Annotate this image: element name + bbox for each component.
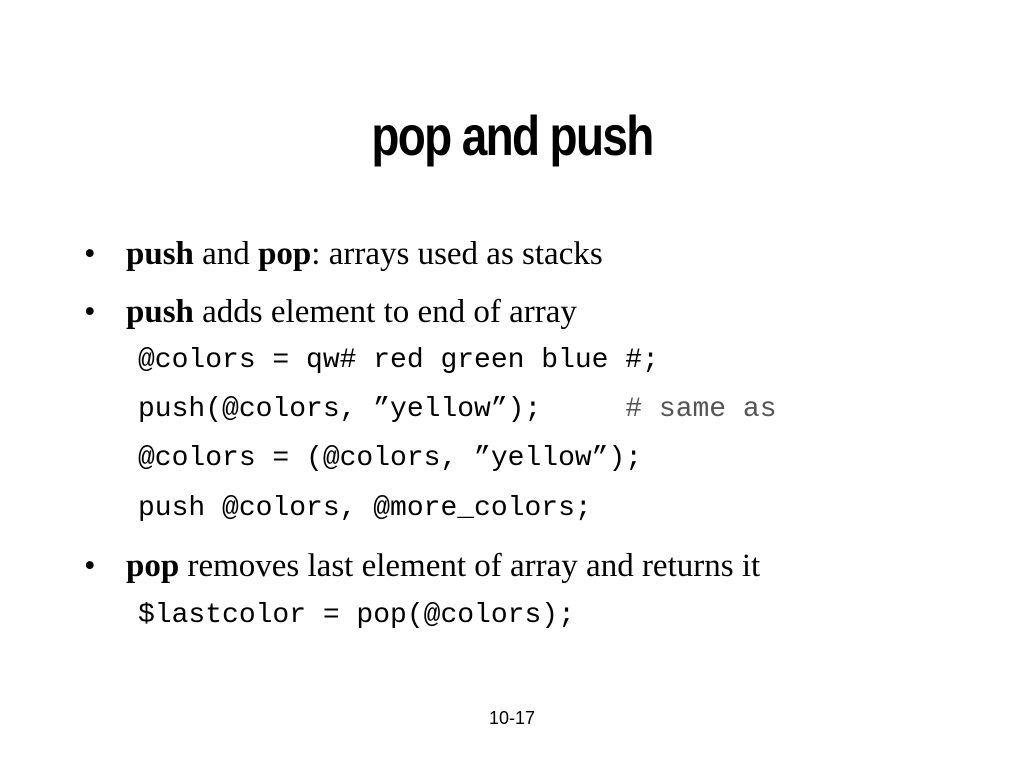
code-comment: # same as [625,394,777,425]
bullet-push-adds: • push adds element to end of array [84,292,577,332]
keyword-push: push [126,236,194,272]
bullet-text: removes last element of array and return… [179,548,761,584]
keyword-pop: pop [258,236,312,272]
code-line-qw: @colors = qw# red green blue #; [138,345,659,376]
bullet-dot: • [84,236,96,272]
bullet-push-pop-stacks: • push and pop: arrays used as stacks [84,234,603,274]
page-number: 10-17 [488,708,536,728]
bullet-text: and [193,236,259,272]
code-line-list-assign: @colors = (@colors, ”yellow”); [138,443,643,474]
code-line-push-array: push @colors, @more_colors; [138,493,592,524]
bullet-pop-removes: • pop removes last element of array and r… [84,546,760,586]
code-text: push(@colors, ”yellow”); [138,394,626,425]
keyword-push: push [126,294,194,330]
bullet-text: adds element to end of array [193,294,577,330]
code-line-push-call: push(@colors, ”yellow”); # same as [138,393,777,427]
keyword-pop: pop [126,548,180,584]
bullet-dot: • [84,294,96,330]
slide-title: pop and push [371,104,654,167]
code-line-pop: $lastcolor = pop(@colors); [138,600,575,631]
bullet-dot: • [84,548,96,584]
bullet-text: : arrays used as stacks [311,236,603,272]
